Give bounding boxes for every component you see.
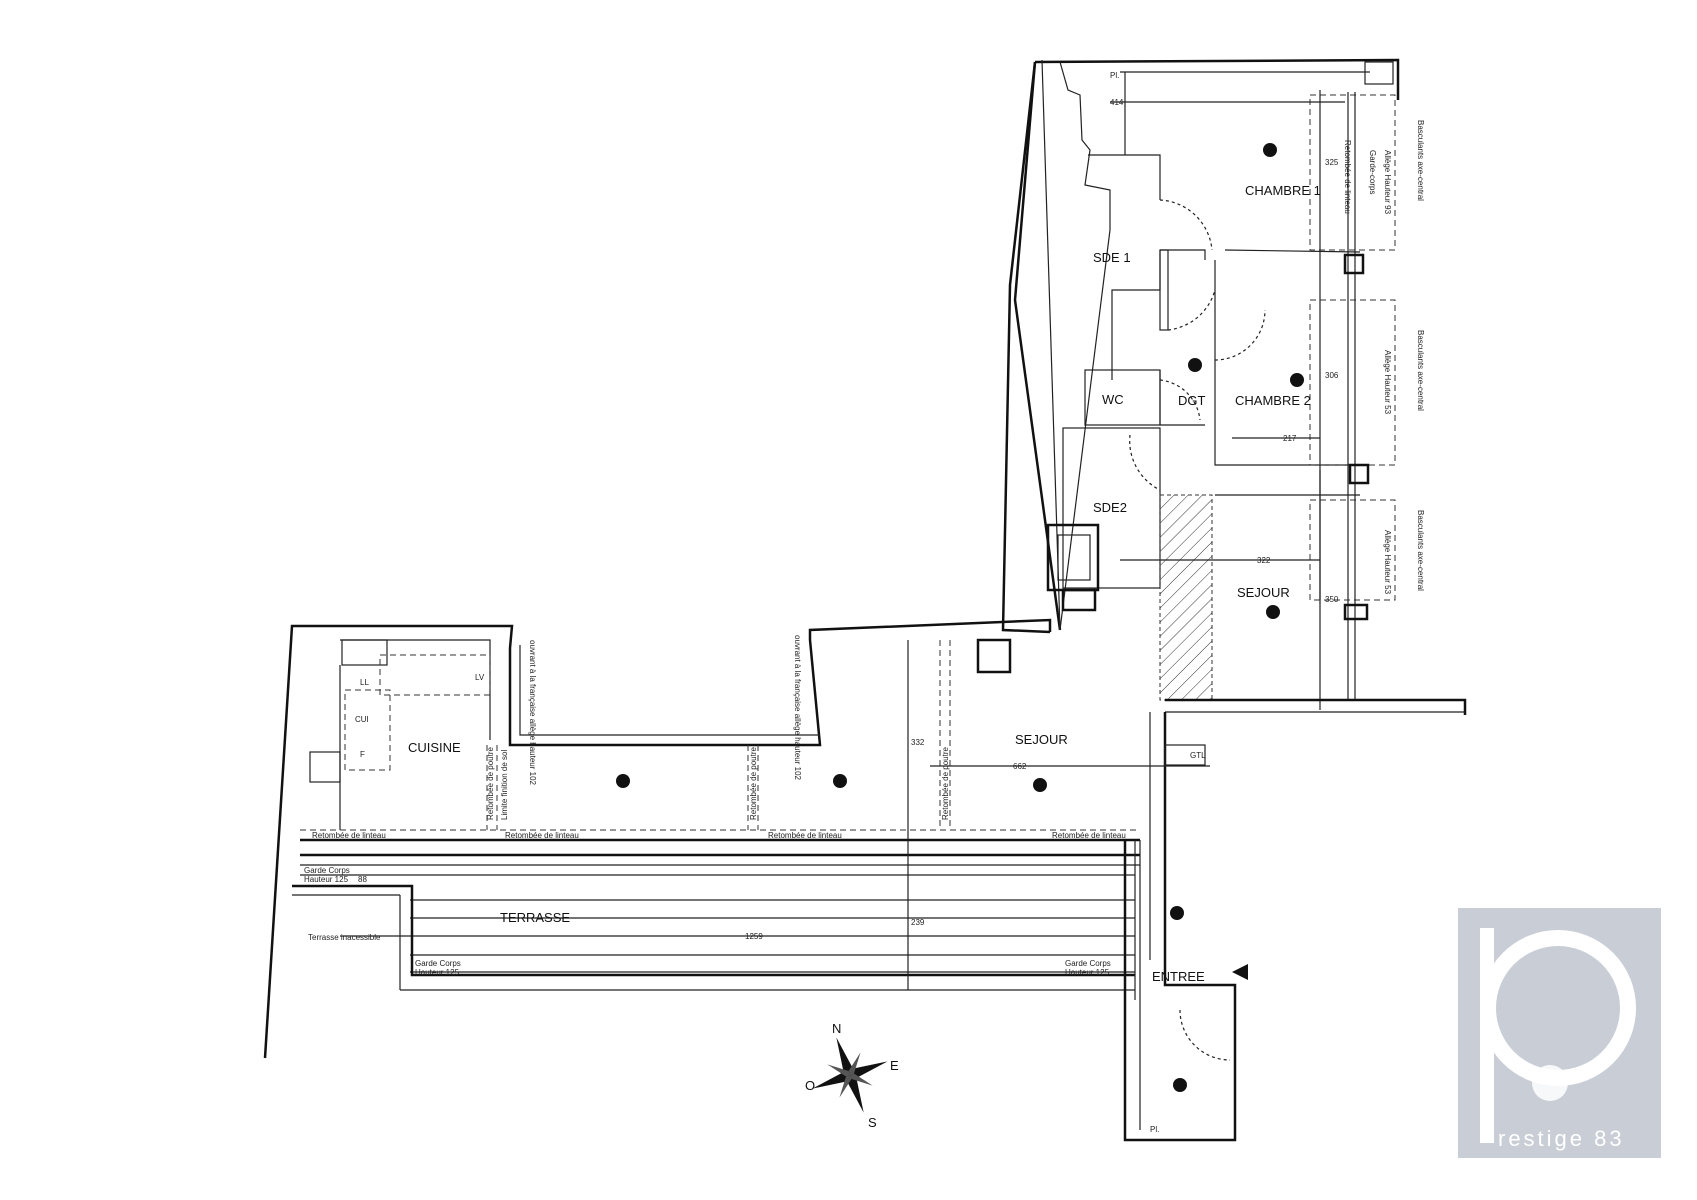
room-entree: ENTREE [1152, 969, 1205, 984]
basculants-label-1: Basculants axe-central [1416, 120, 1425, 201]
main-walls [263, 588, 1248, 1142]
dim-chambre2-width: 217 [1283, 434, 1297, 443]
pl-label-top: Pl. [1110, 71, 1119, 80]
gtl-label: GTL [1190, 751, 1206, 760]
retombee-linteau-h-4: Retombée de linteau [1052, 831, 1126, 840]
cui-label: CUI [355, 715, 369, 724]
room-cuisine: CUISINE [408, 740, 461, 755]
f-label: F [360, 750, 365, 759]
room-sejour-main: SEJOUR [1015, 732, 1068, 747]
room-chambre2: CHAMBRE 2 [1235, 393, 1311, 408]
basculants-label-2: Basculants axe-central [1416, 330, 1425, 411]
retombee-poutre-2: Retombée de poutre [749, 747, 758, 820]
ouvrant-label-2: ouvrant à la française allège hauteur 10… [793, 635, 802, 781]
dim-chambre1-height: 325 [1325, 158, 1339, 167]
room-chambre1: CHAMBRE 1 [1245, 183, 1321, 198]
retombee-linteau-vertical: Retombée de linteau [1343, 140, 1352, 214]
allege-label-3: Allège Hauteur 53 [1383, 530, 1392, 595]
hauteur-label-2: Hauteur 125 [415, 968, 460, 977]
entrance-arrow-icon [1232, 964, 1248, 980]
room-sejour-right: SEJOUR [1237, 585, 1290, 600]
garde-corps-label-3: Garde Corps [1065, 959, 1111, 968]
ouvrant-label-1: ouvrant à la française allège hauteur 10… [528, 640, 537, 786]
garde-corps-label-1: Garde Corps [304, 866, 350, 875]
dim-chambre2-height: 306 [1325, 371, 1339, 380]
room-sde2: SDE2 [1093, 500, 1127, 515]
dim-terrasse-width: 1259 [745, 932, 763, 941]
compass-n: N [832, 1021, 841, 1036]
prestige-83-logo [1458, 908, 1661, 1158]
dim-sejour-height: 332 [911, 738, 925, 747]
retombee-poutre-3: Retombée de poutre [941, 747, 950, 820]
dim-sejour-width: 662 [1013, 762, 1027, 771]
pl-label-bottom: Pl. [1150, 1125, 1159, 1134]
retombee-linteau-h-2: Retombée de linteau [505, 831, 579, 840]
room-terrasse: TERRASSE [500, 910, 570, 925]
limite-finition-label: Limite finition de sol [500, 750, 509, 820]
allege-label-1: Allège Hauteur 93 [1383, 150, 1392, 215]
logo-text: restige 83 [1498, 1126, 1625, 1151]
dim-terrasse-height: 239 [911, 918, 925, 927]
compass-rose-icon: N E S O [805, 1021, 899, 1130]
lv-label: LV [475, 673, 485, 682]
room-dgt: DGT [1178, 393, 1206, 408]
dim-sejour-right-height: 350 [1325, 595, 1339, 604]
compass-e: E [890, 1058, 899, 1073]
right-wing-walls [1001, 58, 1467, 715]
garde-corps-vertical: Garde-corps [1368, 150, 1377, 194]
terrasse-inaccessible-label: Terrasse inacessible [308, 933, 381, 942]
allege-label-2: Allège Hauteur 53 [1383, 350, 1392, 415]
dim-garde-corps: 88 [358, 875, 367, 884]
room-wc: WC [1102, 392, 1124, 407]
retombee-linteau-h-1: Retombée de linteau [312, 831, 386, 840]
dim-sejour-right-width: 322 [1257, 556, 1271, 565]
garde-corps-label-2: Garde Corps [415, 959, 461, 968]
dim-chambre1-width: 414 [1110, 98, 1124, 107]
retombee-poutre-1: Retombée de poutre [486, 747, 495, 820]
ll-label: LL [360, 678, 369, 687]
compass-o: O [805, 1078, 815, 1093]
hauteur-label-3: Hauteur 125 [1065, 968, 1110, 977]
hauteur-label-1: Hauteur 125 [304, 875, 349, 884]
compass-s: S [868, 1115, 877, 1130]
retombee-linteau-h-3: Retombée de linteau [768, 831, 842, 840]
ceiling-light-icons [616, 143, 1304, 1092]
basculants-label-3: Basculants axe-central [1416, 510, 1425, 591]
room-sde1: SDE 1 [1093, 250, 1131, 265]
logo-p-mark [1480, 928, 1636, 1143]
